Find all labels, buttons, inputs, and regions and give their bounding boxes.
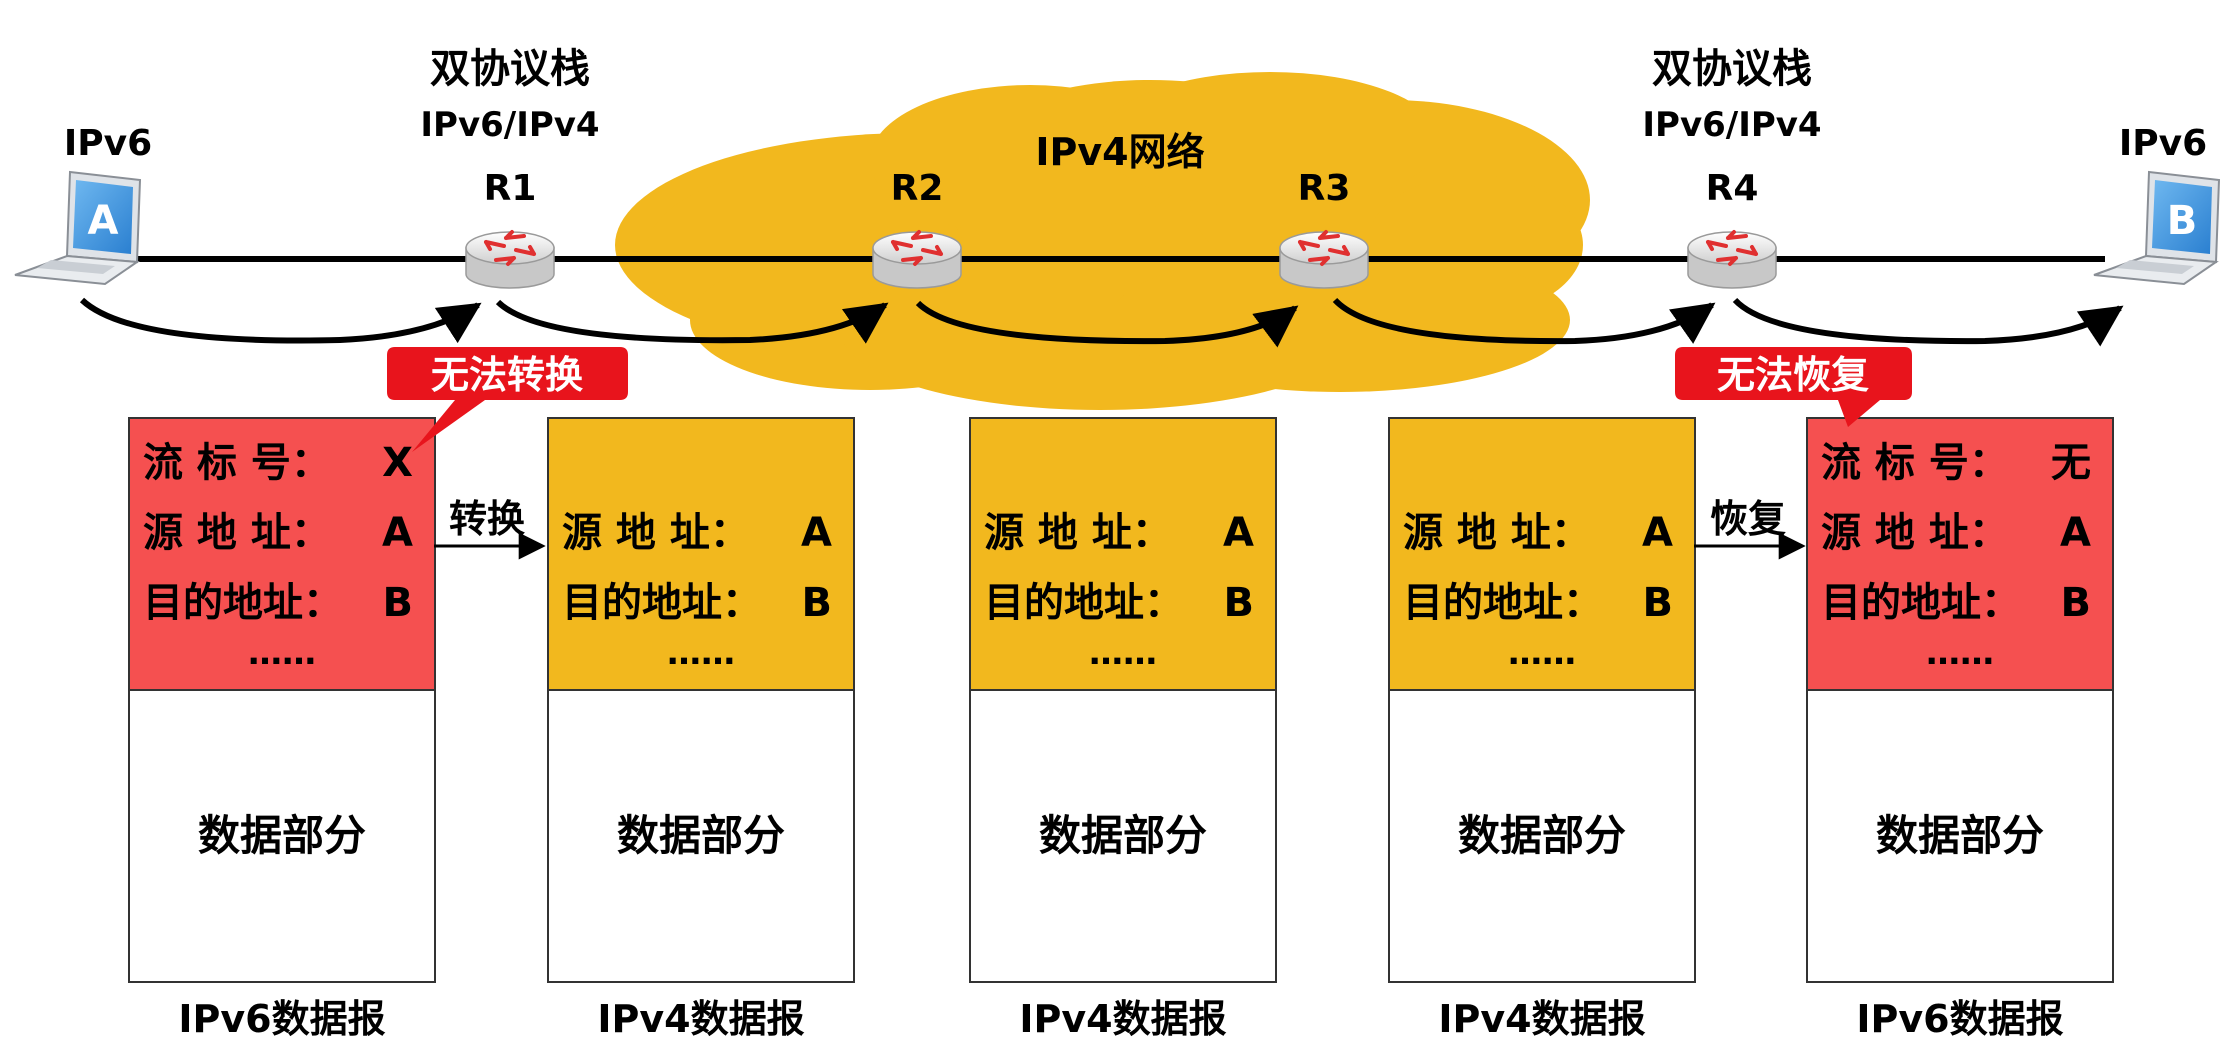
dual-stack-label-right: 双协议栈 <box>1652 46 1812 92</box>
router-label-r3: R3 <box>1298 168 1351 209</box>
recover-label: 恢复 <box>1710 497 1786 541</box>
host-a-letter: A <box>88 198 119 244</box>
field-name: 目的地址： <box>562 580 762 626</box>
field-name: 源 地 址： <box>143 510 331 556</box>
header-ellipsis: …… <box>667 633 735 673</box>
cloud-label: IPv4网络 <box>1035 130 1204 174</box>
field-name: 源 地 址： <box>984 510 1172 556</box>
dual-stack-label-left: 双协议栈 <box>430 46 590 92</box>
field-value: A <box>1223 510 1254 556</box>
packet-header <box>969 417 1277 691</box>
router-label-r1: R1 <box>484 168 537 209</box>
packet-caption: IPv6数据报 <box>1856 997 2063 1039</box>
packet-payload-box <box>547 689 855 983</box>
packet-payload-box <box>1388 689 1696 983</box>
field-value: B <box>1224 580 1255 626</box>
field-name: 源 地 址： <box>1821 510 2009 556</box>
header-ellipsis: …… <box>1089 633 1157 673</box>
packet-caption: IPv4数据报 <box>1438 997 1645 1039</box>
host-b-protocol-label: IPv6 <box>2119 123 2207 164</box>
payload-label: 数据部分 <box>1039 811 1207 860</box>
packet-header <box>1388 417 1696 691</box>
field-name: 流 标 号： <box>1821 440 2009 486</box>
cannot-recover-text: 无法恢复 <box>1717 353 1869 397</box>
dual-stack-sub-left: IPv6/IPv4 <box>420 105 599 145</box>
host-b-letter: B <box>2167 198 2198 244</box>
field-name: 流 标 号： <box>143 440 331 486</box>
router-r4-icon[interactable] <box>1686 230 1778 290</box>
router-r1-icon[interactable] <box>464 230 556 290</box>
payload-label: 数据部分 <box>1458 811 1626 860</box>
header-ellipsis: …… <box>1508 633 1576 673</box>
cannot-recover-callout: 无法恢复 <box>1675 347 1912 427</box>
field-value: X <box>382 440 413 486</box>
field-name: 目的地址： <box>984 580 1184 626</box>
field-name: 目的地址： <box>1821 580 2021 626</box>
header-ellipsis: …… <box>1926 633 1994 673</box>
packet-payload-box <box>1806 689 2114 983</box>
field-value: B <box>383 580 414 626</box>
packet-caption: IPv4数据报 <box>597 997 804 1039</box>
router-label-r4: R4 <box>1706 168 1759 209</box>
header-ellipsis: …… <box>248 633 316 673</box>
packet-4: 源 地 址： A 目的地址： B …… 数据部分 IPv4数据报 <box>1388 417 1696 1039</box>
packet-header <box>128 417 436 691</box>
recover-arrow: 恢复 <box>1694 497 1806 560</box>
cannot-convert-text: 无法转换 <box>431 353 583 397</box>
packet-caption: IPv4数据报 <box>1019 997 1226 1039</box>
hop-arrows <box>79 297 2124 348</box>
field-value: A <box>801 510 832 556</box>
convert-label: 转换 <box>449 497 525 541</box>
field-name: 源 地 址： <box>1403 510 1591 556</box>
host-b-laptop-icon[interactable]: B <box>2093 170 2221 286</box>
packet-caption: IPv6数据报 <box>178 997 385 1039</box>
payload-label: 数据部分 <box>1876 811 2044 860</box>
cannot-convert-callout: 无法转换 <box>387 347 628 452</box>
field-value: B <box>802 580 833 626</box>
host-a-protocol-label: IPv6 <box>64 123 152 164</box>
ipv4-network-cloud <box>615 72 1590 410</box>
packet-2: 源 地 址： A 目的地址： B …… 数据部分 IPv4数据报 <box>547 417 855 1039</box>
router-label-r2: R2 <box>891 168 944 209</box>
field-value: B <box>2061 580 2092 626</box>
field-value: A <box>382 510 413 556</box>
field-value: A <box>1642 510 1673 556</box>
payload-label: 数据部分 <box>198 811 366 860</box>
packet-header <box>547 417 855 691</box>
host-a-laptop-icon[interactable]: A <box>14 170 142 286</box>
payload-label: 数据部分 <box>617 811 785 860</box>
packet-5: 流 标 号： 无源 地 址： A 目的地址： B …… 数据部分 IPv6数据报 <box>1806 417 2114 1039</box>
router-r3-icon[interactable] <box>1278 230 1370 290</box>
field-value: B <box>1643 580 1674 626</box>
packet-payload-box <box>969 689 1277 983</box>
packet-3: 源 地 址： A 目的地址： B …… 数据部分 IPv4数据报 <box>969 417 1277 1039</box>
dual-stack-sub-right: IPv6/IPv4 <box>1642 105 1821 145</box>
field-name: 目的地址： <box>143 580 343 626</box>
field-value: A <box>2060 510 2091 556</box>
packet-payload-box <box>128 689 436 983</box>
packet-header <box>1806 417 2114 691</box>
field-value: 无 <box>2051 440 2091 486</box>
field-name: 源 地 址： <box>562 510 750 556</box>
packets-group: 流 标 号： X 源 地 址： A 目的地址： B …… 数据部分 IPv6数据报 源 地 址： A… <box>128 417 2114 1039</box>
field-name: 目的地址： <box>1403 580 1603 626</box>
packet-1: 流 标 号： X 源 地 址： A 目的地址： B …… 数据部分 IPv6数据报 <box>128 417 436 1039</box>
convert-arrow: 转换 <box>434 497 546 560</box>
router-r2-icon[interactable] <box>871 230 963 290</box>
